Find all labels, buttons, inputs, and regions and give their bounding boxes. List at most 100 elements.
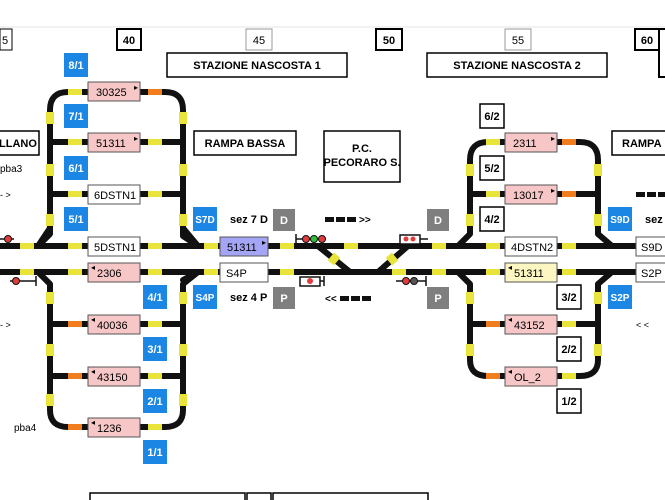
pc-label: P.C. bbox=[352, 143, 372, 155]
pecoraro-label: PECORARO S. bbox=[323, 157, 400, 169]
train-box[interactable]: ◂ 51311 bbox=[504, 262, 558, 283]
signal-s2p-label: S2P bbox=[611, 293, 630, 304]
train-box[interactable]: 51311 ▸ bbox=[87, 132, 141, 153]
train-box[interactable]: 30325 ▸ bbox=[87, 81, 141, 102]
track-badge[interactable] bbox=[143, 285, 167, 309]
train-direction-icon: ◂ bbox=[508, 315, 512, 324]
segment-marker bbox=[594, 214, 602, 226]
train-box[interactable]: S4P bbox=[219, 262, 269, 283]
train-direction-icon: ◂ bbox=[91, 418, 95, 427]
segment-marker bbox=[20, 243, 34, 249]
train-id: 6DSTN1 bbox=[94, 190, 136, 202]
segment-marker bbox=[148, 269, 162, 275]
signal-s2p[interactable] bbox=[608, 285, 632, 309]
train-id: 30325 bbox=[96, 87, 127, 99]
signal-light[interactable] bbox=[0, 235, 14, 243]
segment-marker bbox=[68, 89, 82, 95]
signal-light[interactable] bbox=[396, 276, 427, 286]
train-box[interactable]: S9D bbox=[635, 236, 665, 257]
train-box[interactable]: 5DSTN1 bbox=[87, 236, 141, 257]
segment-marker bbox=[594, 164, 602, 176]
train-box[interactable]: 13017 ▸ bbox=[504, 184, 558, 205]
sections: sez 7 D sez 4 P sez D D P P bbox=[230, 209, 663, 309]
track-badge-label: 3/1 bbox=[147, 344, 162, 356]
track-badge[interactable] bbox=[64, 156, 88, 180]
segment-marker bbox=[562, 373, 576, 379]
train-id: 1236 bbox=[97, 423, 121, 435]
ruler-mark-label: 50 bbox=[383, 35, 395, 47]
train-box[interactable]: ◂ 2306 bbox=[87, 262, 141, 283]
signal-s9d[interactable] bbox=[608, 207, 632, 231]
ruler-mark bbox=[245, 28, 273, 51]
track-badge[interactable] bbox=[143, 337, 167, 361]
ruler-mark bbox=[0, 28, 13, 51]
ruler-mark-label: 40 bbox=[123, 35, 135, 47]
train-box[interactable]: ◂ 43152 bbox=[504, 314, 558, 335]
ruler-mark-label: 5 bbox=[2, 35, 8, 47]
segment-marker bbox=[46, 112, 54, 124]
segment-marker bbox=[327, 252, 341, 266]
track-badge[interactable] bbox=[556, 284, 582, 310]
track-badge[interactable] bbox=[479, 155, 505, 181]
track-badge[interactable] bbox=[143, 389, 167, 413]
track-badge[interactable] bbox=[556, 388, 582, 414]
train-box[interactable]: S2P bbox=[635, 262, 665, 283]
segment-marker bbox=[68, 139, 82, 145]
track-badge[interactable] bbox=[479, 206, 505, 232]
arrow-left-edge-bottom: - > bbox=[0, 320, 11, 330]
signal-s7d[interactable] bbox=[193, 207, 217, 231]
segment-marker bbox=[432, 243, 446, 249]
signal-s4p[interactable] bbox=[193, 285, 217, 309]
station-left: LLANO bbox=[0, 138, 37, 150]
train-box[interactable]: ◂ 40036 bbox=[87, 314, 141, 335]
signal-light[interactable] bbox=[295, 234, 326, 244]
track-badge[interactable] bbox=[64, 104, 88, 128]
p-button-right[interactable] bbox=[427, 287, 449, 309]
station-hidden-1: STAZIONE NASCOSTA 1 bbox=[193, 60, 321, 72]
train-id: 2306 bbox=[97, 268, 121, 280]
train-direction-icon: ◂ bbox=[91, 263, 95, 272]
track-badge[interactable] bbox=[556, 336, 582, 362]
track-badge-label: 6/1 bbox=[68, 163, 83, 175]
section-7d-label: sez 7 D bbox=[230, 214, 268, 226]
pc-pecoraro-box bbox=[323, 130, 401, 183]
train-id: S2P bbox=[641, 268, 662, 280]
train-box[interactable]: 4DSTN2 bbox=[504, 236, 558, 257]
section-4p-label: sez 4 P bbox=[230, 292, 267, 304]
train-id: 43152 bbox=[514, 320, 545, 332]
train-direction-icon: ◂ bbox=[91, 367, 95, 376]
segment-marker bbox=[466, 344, 474, 356]
track-badge[interactable] bbox=[64, 207, 88, 231]
arrow-right-text: >> bbox=[359, 215, 371, 226]
segment-marker bbox=[46, 214, 54, 226]
p-button-left[interactable] bbox=[273, 287, 295, 309]
rampa-bassa-box bbox=[193, 130, 297, 156]
track-badge-label: 6/2 bbox=[484, 111, 499, 123]
signal-light[interactable] bbox=[10, 276, 37, 286]
segment-marker bbox=[594, 344, 602, 356]
track-badge[interactable] bbox=[143, 440, 167, 464]
train-box[interactable]: 6DSTN1 bbox=[87, 184, 141, 205]
train-box[interactable]: 51311 ▸ bbox=[219, 236, 269, 257]
track-badge-label: 7/1 bbox=[68, 111, 83, 123]
train-box[interactable]: ◂ OL_2 bbox=[504, 366, 558, 387]
train-box[interactable]: ◂ 43150 bbox=[87, 366, 141, 387]
track-badge-label: 3/2 bbox=[561, 292, 576, 304]
segment-marker bbox=[204, 269, 218, 275]
train-box[interactable]: ◂ 1236 bbox=[87, 417, 141, 438]
segment-marker bbox=[46, 292, 54, 304]
bottom-box bbox=[272, 492, 429, 500]
train-direction-icon: ◂ bbox=[508, 263, 512, 272]
d-button-right[interactable] bbox=[427, 209, 449, 231]
signal-light[interactable] bbox=[399, 234, 428, 245]
track-badge[interactable] bbox=[479, 103, 505, 129]
light-signals bbox=[0, 234, 428, 287]
signal-light[interactable] bbox=[299, 276, 325, 287]
segment-marker bbox=[486, 139, 500, 145]
d-button-left[interactable] bbox=[273, 209, 295, 231]
train-box[interactable]: 2311 ▸ bbox=[504, 132, 558, 153]
track-badge[interactable] bbox=[64, 53, 88, 77]
train-id: S4P bbox=[226, 268, 247, 280]
track-badge-label: 1/1 bbox=[147, 447, 162, 459]
